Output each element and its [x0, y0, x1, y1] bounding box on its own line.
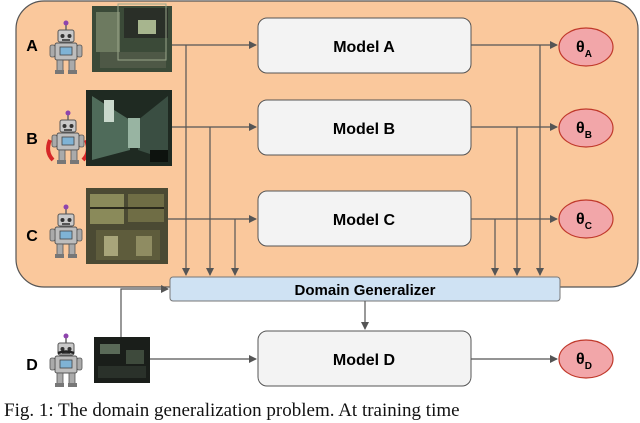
theta-c-symbol: θ	[576, 211, 585, 228]
domain-label-d: D	[26, 357, 38, 374]
arrow-d-to-generalizer	[120, 285, 169, 337]
theta-a-node: θA	[558, 27, 614, 67]
domain-label-b: B	[26, 131, 38, 148]
domain-generalizer-label: Domain Generalizer	[295, 282, 436, 299]
model-c-label: Model C	[333, 212, 396, 229]
model-b-box: Model B	[257, 99, 472, 156]
theta-b-subscript: B	[585, 130, 592, 141]
model-a-label: Model A	[333, 39, 395, 56]
dark-indoor-room-photo	[92, 3, 172, 72]
office-shelves-photo	[86, 188, 168, 264]
svg-text:θA: θA	[576, 39, 592, 60]
svg-text:θC: θC	[576, 211, 592, 232]
domain-label-a: A	[26, 38, 38, 55]
domain-generalizer-box: Domain Generalizer	[169, 276, 561, 302]
model-b-label: Model B	[333, 121, 395, 138]
theta-d-node: θD	[558, 339, 614, 379]
svg-text:θB: θB	[576, 120, 592, 141]
theta-a-subscript: A	[585, 49, 592, 60]
hallway-photo	[86, 90, 172, 166]
dark-room-photo	[94, 337, 150, 383]
svg-text:θD: θD	[576, 351, 592, 372]
robot-icon-d	[49, 332, 83, 388]
theta-c-node: θC	[558, 199, 614, 239]
theta-b-symbol: θ	[576, 120, 585, 137]
theta-a-symbol: θ	[576, 39, 585, 56]
theta-d-subscript: D	[585, 361, 592, 372]
theta-c-subscript: C	[585, 221, 592, 232]
theta-b-node: θB	[558, 108, 614, 148]
model-c-box: Model C	[257, 190, 472, 247]
domain-label-c: C	[26, 228, 38, 245]
theta-d-symbol: θ	[576, 351, 585, 368]
model-d-label: Model D	[333, 352, 395, 369]
model-d-box: Model D	[257, 330, 472, 387]
figure-caption: Fig. 1: The domain generalization proble…	[4, 400, 460, 421]
model-a-box: Model A	[257, 17, 472, 74]
